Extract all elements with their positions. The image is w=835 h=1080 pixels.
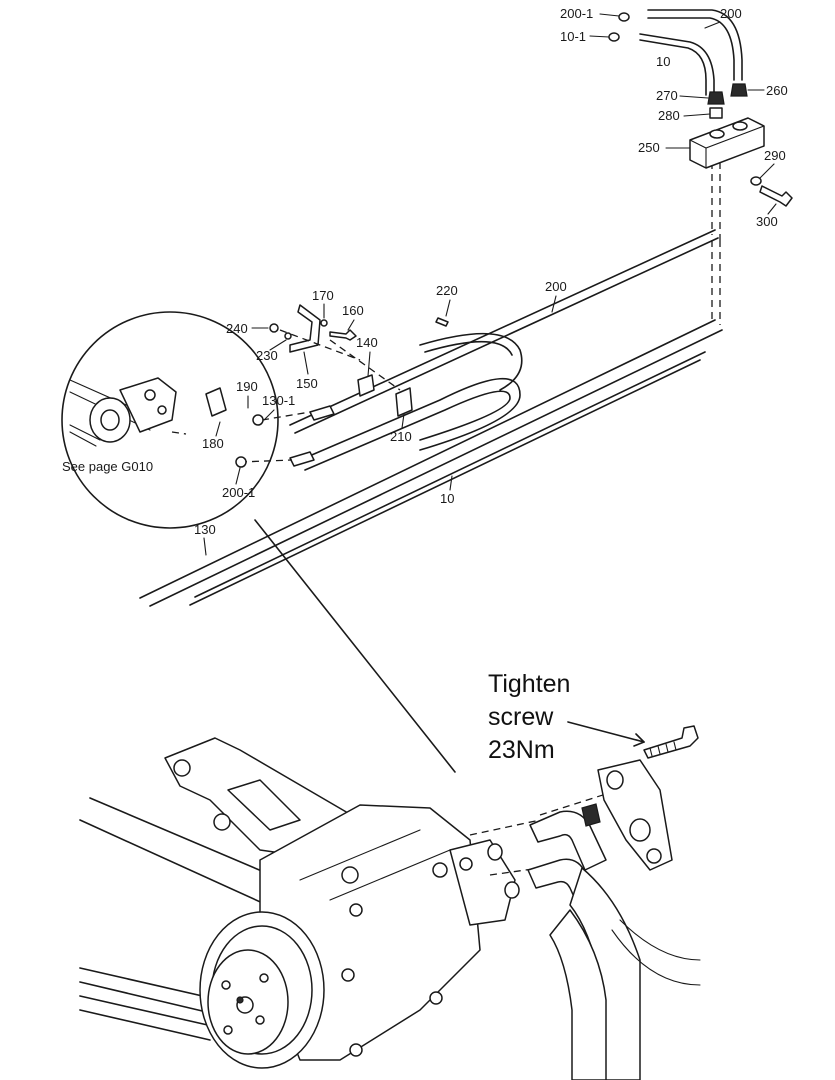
detail-inset-circle	[61, 311, 279, 529]
callout-200-1-top: 200-1	[560, 6, 593, 21]
callout-220: 220	[436, 283, 458, 298]
bolt-300	[759, 185, 793, 207]
callout-160: 160	[342, 303, 364, 318]
nut-260	[730, 83, 748, 97]
clamp-parts-mid	[239, 304, 449, 467]
callout-150: 150	[296, 376, 318, 391]
callout-240: 240	[226, 321, 248, 336]
hose-routing-upper	[139, 9, 743, 607]
callout-270: 270	[656, 88, 678, 103]
callout-130-1: 130-1	[262, 393, 295, 408]
callout-labels: 200-1 200 10-1 10 270 260 280 250 290 30…	[62, 6, 788, 537]
callout-10-top: 10	[656, 54, 670, 69]
torque-arrow	[567, 721, 645, 747]
callout-260: 260	[766, 83, 788, 98]
bracket-block-250	[689, 117, 765, 169]
callout-250: 250	[638, 140, 660, 155]
compressor-detail-view	[79, 725, 701, 1080]
callout-200-mid: 200	[545, 279, 567, 294]
torque-note-line2: screw	[488, 703, 554, 731]
callout-190: 190	[236, 379, 258, 394]
inset-leader-line	[254, 519, 456, 773]
callout-230: 230	[256, 348, 278, 363]
callout-140: 140	[356, 335, 378, 350]
insert-280	[709, 107, 723, 119]
callout-130: 130	[194, 522, 216, 537]
callout-10-1: 10-1	[560, 29, 586, 44]
callout-10-low: 10	[440, 491, 454, 506]
callout-leaders	[203, 21, 777, 556]
callout-180: 180	[202, 436, 224, 451]
see-page-reference: See page G010	[62, 459, 153, 474]
torque-note-line1: Tighten	[488, 670, 570, 698]
torque-note-line3: 23Nm	[488, 736, 555, 764]
washer-290	[750, 176, 762, 186]
orings-top	[589, 12, 630, 42]
callout-170: 170	[312, 288, 334, 303]
callout-210: 210	[390, 429, 412, 444]
callout-280: 280	[658, 108, 680, 123]
callout-290: 290	[764, 148, 786, 163]
callout-300: 300	[756, 214, 778, 229]
callout-200-1-low: 200-1	[222, 485, 255, 500]
nut-270	[707, 91, 725, 105]
callout-200-top: 200	[720, 6, 742, 21]
torque-note: Tighten screw 23Nm	[488, 670, 570, 764]
